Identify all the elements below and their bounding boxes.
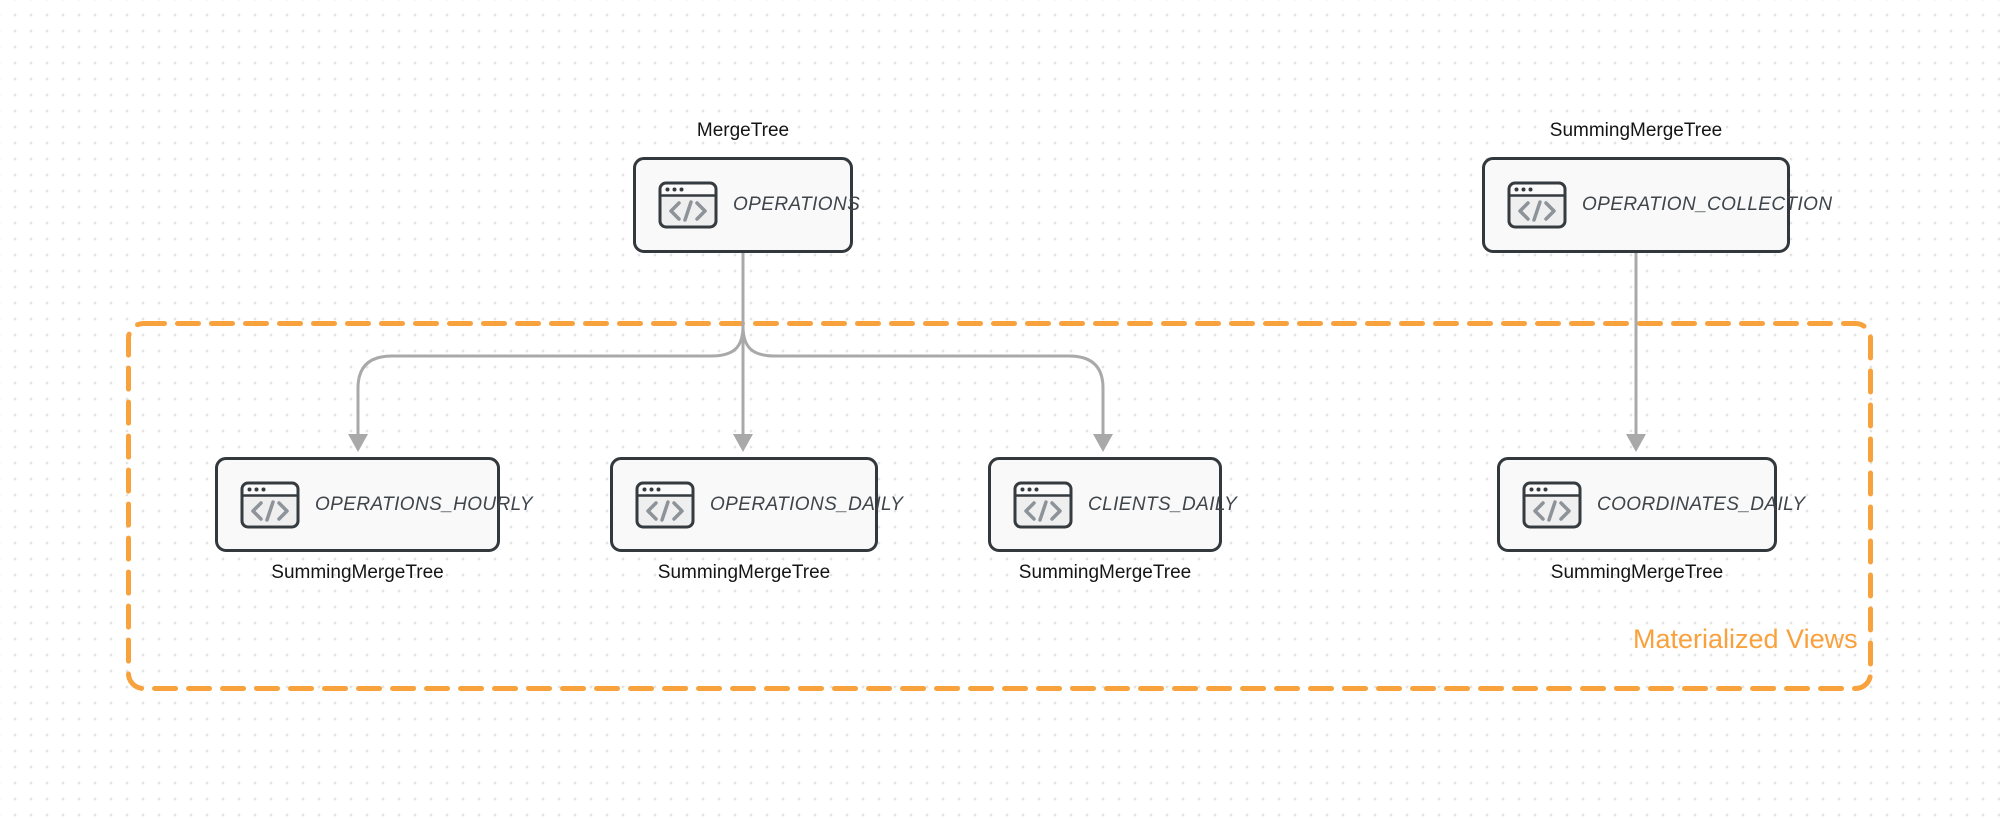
node-operations-hourly[interactable]: OPERATIONS_HOURLY SummingMergeTree — [215, 457, 533, 583]
node-operation-collection[interactable]: SummingMergeTree OP — [1482, 120, 1832, 253]
table-name: OPERATIONS_HOURLY — [315, 493, 533, 515]
arrowhead-operations-hourly — [348, 434, 368, 452]
table-name: COORDINATES_DAILY — [1597, 493, 1806, 515]
table-name: OPERATION_COLLECTION — [1582, 194, 1833, 215]
code-window-icon — [1013, 481, 1073, 529]
table-name: OPERATIONS_DAILY — [710, 493, 904, 515]
arrowhead-clients-daily — [1093, 434, 1113, 452]
engine-label: SummingMergeTree — [271, 562, 444, 583]
node-box[interactable]: COORDINATES_DAILY — [1497, 457, 1805, 552]
node-operations[interactable]: MergeTree OPERATION — [633, 120, 860, 253]
engine-label: SummingMergeTree — [1550, 562, 1724, 583]
engine-label: SummingMergeTree — [1549, 120, 1723, 141]
engine-label: MergeTree — [696, 120, 790, 141]
code-window-icon — [1522, 481, 1582, 529]
code-window-icon — [658, 181, 718, 229]
code-window-icon — [635, 481, 695, 529]
node-clients-daily[interactable]: CLIENTS_DAILY SummingMergeTree — [988, 457, 1237, 583]
table-name: CLIENTS_DAILY — [1088, 493, 1238, 515]
node-box[interactable]: OPERATIONS — [633, 157, 860, 253]
code-window-icon — [1507, 181, 1567, 229]
edge-operations-to-clients-daily — [741, 325, 1105, 436]
materialized-views-group-label: Materialized Views — [1633, 624, 1858, 654]
node-operations-daily[interactable]: OPERATIONS_DAILY SummingMergeTree — [610, 457, 903, 583]
engine-label: SummingMergeTree — [657, 562, 831, 583]
arrowhead-operations-daily — [733, 434, 753, 452]
node-box[interactable]: OPERATION_COLLECTION — [1482, 157, 1832, 253]
node-box[interactable]: OPERATIONS_DAILY — [610, 457, 903, 552]
code-window-icon — [240, 481, 300, 529]
table-name: OPERATIONS — [733, 194, 861, 215]
node-box[interactable]: CLIENTS_DAILY — [988, 457, 1237, 552]
edge-operations-to-operations-hourly — [356, 325, 745, 436]
node-coordinates-daily[interactable]: COORDINATES_DAILY SummingMergeTree — [1497, 457, 1805, 583]
arrowhead-coordinates-daily — [1626, 434, 1646, 452]
engine-label: SummingMergeTree — [1018, 562, 1192, 583]
node-box[interactable]: OPERATIONS_HOURLY — [215, 457, 533, 552]
